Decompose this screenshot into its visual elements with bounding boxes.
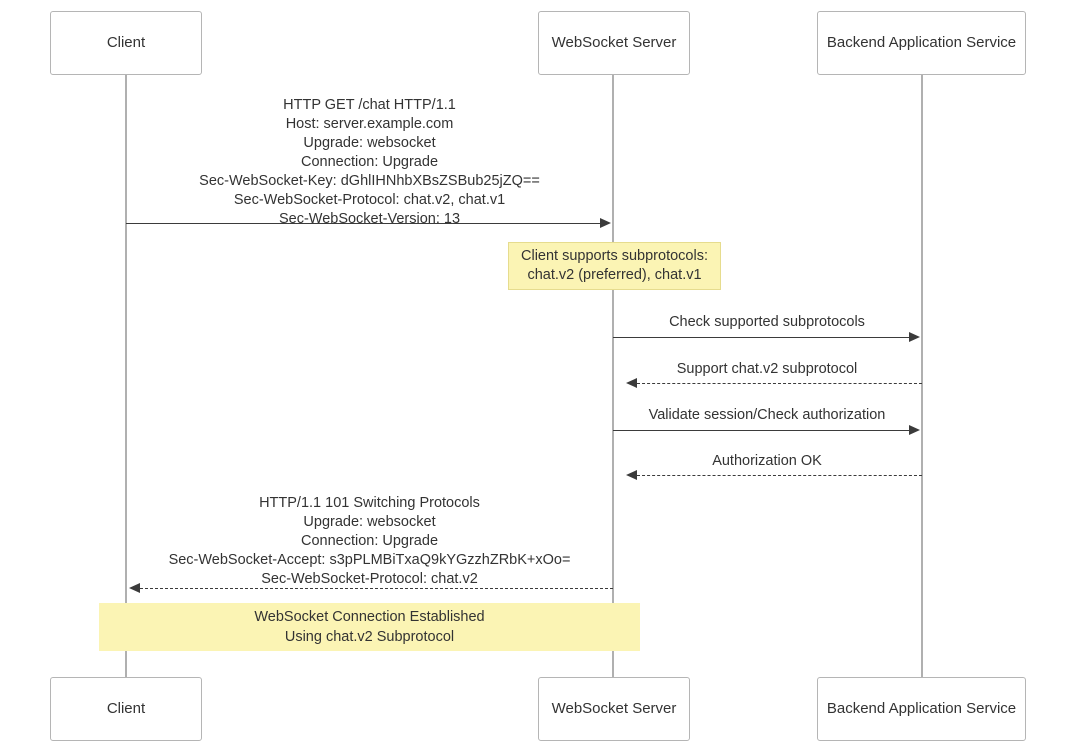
- actor-footer-server[interactable]: WebSocket Server: [538, 677, 690, 741]
- message-line-http-get: [126, 223, 602, 224]
- actor-footer-client-label: Client: [106, 700, 146, 717]
- arrowhead-authorization-ok: [626, 470, 637, 480]
- actor-header-backend[interactable]: Backend Application Service: [817, 11, 1026, 75]
- actor-header-server[interactable]: WebSocket Server: [538, 11, 690, 75]
- lifeline-backend: [921, 75, 923, 677]
- message-line-check-subprotocols: [613, 337, 911, 338]
- message-label-http-101: HTTP/1.1 101 Switching Protocols Upgrade…: [168, 495, 571, 587]
- message-line-authorization-ok: [637, 475, 922, 476]
- actor-footer-backend[interactable]: Backend Application Service: [817, 677, 1026, 741]
- message-label-check-subprotocols: Check supported subprotocols: [669, 314, 865, 330]
- message-line-validate-session: [613, 430, 911, 431]
- banner-connection-established: WebSocket Connection Established Using c…: [99, 603, 640, 651]
- message-line-http-101: [140, 588, 613, 589]
- arrowhead-http-get: [600, 218, 611, 228]
- arrowhead-validate-session: [909, 425, 920, 435]
- actor-header-backend-label: Backend Application Service: [826, 34, 1017, 51]
- actor-header-client-label: Client: [106, 34, 146, 51]
- message-line-support-chatv2: [637, 383, 922, 384]
- message-label-support-chatv2: Support chat.v2 subprotocol: [676, 361, 858, 377]
- actor-header-server-label: WebSocket Server: [551, 34, 677, 51]
- banner-line-1: WebSocket Connection Established: [254, 609, 485, 625]
- message-label-authorization-ok: Authorization OK: [712, 453, 822, 469]
- actor-footer-client[interactable]: Client: [50, 677, 202, 741]
- arrowhead-http-101: [129, 583, 140, 593]
- banner-line-2: Using chat.v2 Subprotocol: [284, 629, 455, 645]
- note-line-2: chat.v2 (preferred), chat.v1: [527, 267, 702, 283]
- lifeline-client: [125, 75, 127, 677]
- note-line-1: Client supports subprotocols:: [521, 248, 708, 264]
- arrowhead-support-chatv2: [626, 378, 637, 388]
- actor-header-client[interactable]: Client: [50, 11, 202, 75]
- message-label-validate-session: Validate session/Check authorization: [648, 407, 886, 423]
- arrowhead-check-subprotocols: [909, 332, 920, 342]
- actor-footer-backend-label: Backend Application Service: [826, 700, 1017, 717]
- lifeline-server: [612, 75, 614, 677]
- note-client-subprotocols: Client supports subprotocols: chat.v2 (p…: [508, 242, 721, 290]
- message-label-http-get: HTTP GET /chat HTTP/1.1 Host: server.exa…: [199, 97, 540, 227]
- actor-footer-server-label: WebSocket Server: [551, 700, 677, 717]
